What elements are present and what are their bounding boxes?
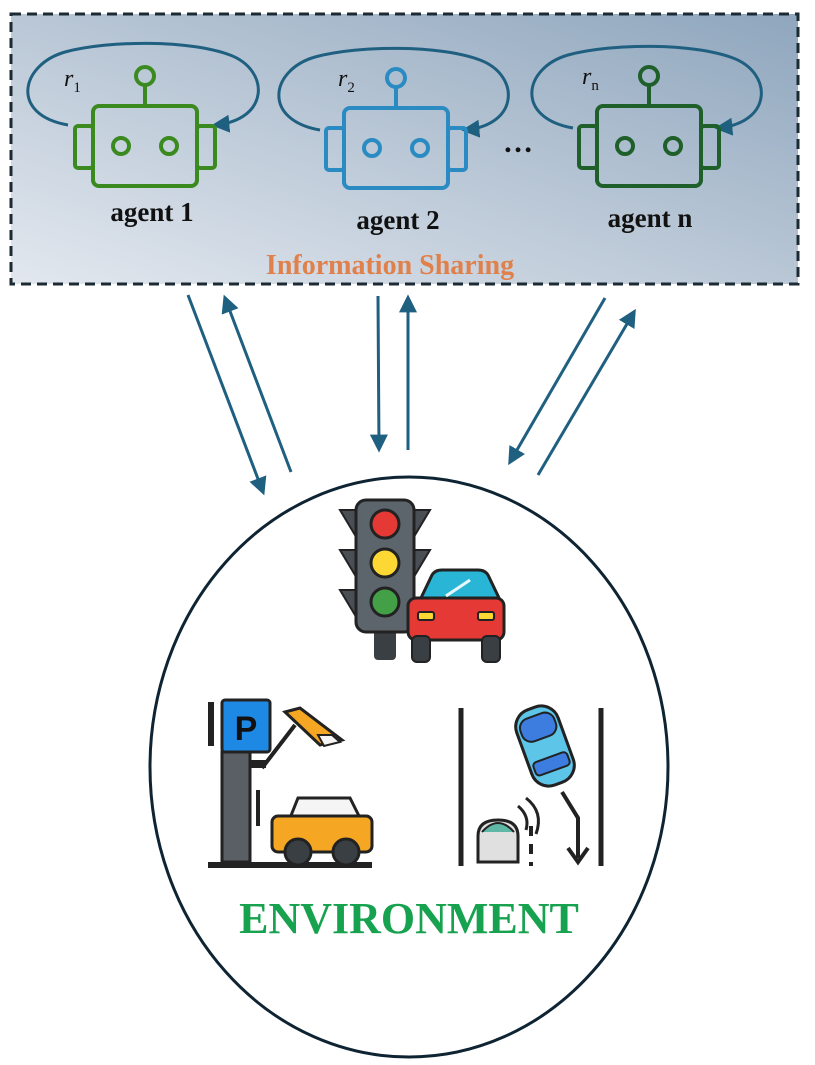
- agent-n-reward: rn: [582, 64, 599, 94]
- information-sharing-label: Information Sharing: [266, 250, 514, 281]
- agent-2: r2 agent 2: [277, 46, 510, 235]
- arrow-env-to-agentn: [536, 308, 636, 476]
- agent-1-reward-loop: [26, 41, 260, 133]
- interaction-arrows: [186, 294, 636, 496]
- arrow-agent1-to-env: [186, 294, 267, 496]
- agent-2-reward-loop: [277, 46, 510, 138]
- agent-n-reward-loop: [530, 44, 763, 136]
- arrow-env-to-agent1: [221, 294, 293, 473]
- agent-1: r1 agent 1: [26, 41, 260, 227]
- environment-label: ENVIRONMENT: [239, 894, 579, 943]
- parking-camera-car-icon: P: [208, 698, 374, 868]
- arrow-agent2-to-env: [369, 295, 388, 453]
- agent-n-label: agent n: [608, 203, 693, 233]
- robot-icon: [577, 65, 721, 188]
- agent-2-label: agent 2: [356, 205, 439, 235]
- arrow-agentn-to-env: [508, 297, 607, 466]
- svg-text:P: P: [235, 710, 258, 748]
- traffic-light-car-icon: [338, 498, 506, 663]
- agent-2-reward: r2: [338, 66, 355, 96]
- robot-icon: [73, 65, 217, 188]
- agent-n: rn agent n: [530, 44, 763, 233]
- car-lane-change-icon: [458, 704, 604, 866]
- agent-1-label: agent 1: [110, 197, 193, 227]
- ellipsis: …: [503, 126, 533, 159]
- environment: P: [148, 475, 670, 1059]
- agent-1-reward: r1: [64, 66, 81, 96]
- robot-icon: [324, 67, 468, 190]
